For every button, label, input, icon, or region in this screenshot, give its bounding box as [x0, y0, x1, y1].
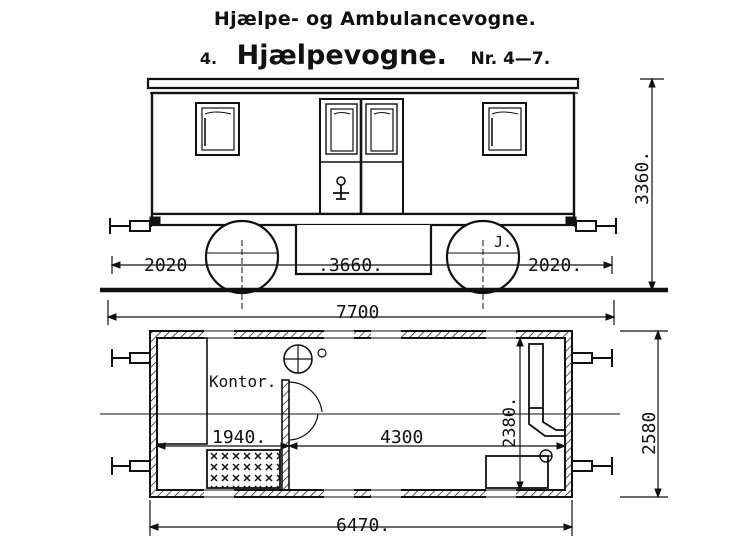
dim-body-length: 6470. — [336, 515, 390, 536]
dim-outer-width: 2580 — [639, 412, 660, 455]
wheel-right — [445, 219, 521, 295]
dim-total-length: 7700 — [336, 302, 379, 323]
wheel-left — [204, 219, 280, 295]
dim-left-overhang: 2020 — [144, 255, 187, 276]
end-cabinet — [485, 343, 565, 489]
dim-right-overhang: 2020. — [528, 255, 582, 276]
section-heading: 4. Hjælpevogne. Nr. 4—7. — [0, 40, 750, 71]
window-right — [482, 102, 527, 156]
wheel-mark: J. — [494, 233, 512, 251]
car-body — [150, 91, 576, 216]
buffer-right — [574, 218, 617, 234]
office-bench — [156, 337, 208, 445]
double-door — [319, 98, 404, 215]
plan-buffers — [111, 349, 613, 475]
side-elevation — [100, 77, 668, 325]
section-number: 4. — [199, 49, 218, 68]
dim-center: .3660. — [318, 255, 383, 276]
section-title: Hjælpevogne. — [236, 40, 447, 71]
dim-inner-width: 2380. — [500, 397, 520, 448]
partition-wall — [281, 379, 290, 491]
storage-box — [206, 449, 281, 489]
dim-main-length: 4300 — [380, 427, 423, 448]
page-title: Hjælpe- og Ambulancevogne. — [213, 8, 537, 30]
center-tank — [294, 225, 433, 276]
underframe — [150, 212, 576, 227]
number-range: Nr. 4—7. — [470, 49, 551, 69]
plan-view — [100, 329, 668, 536]
dim-height: 3360. — [632, 151, 653, 205]
dim-room-length: 1940. — [212, 427, 266, 448]
buffer-left — [109, 218, 152, 234]
window-left — [195, 102, 240, 156]
roof — [146, 77, 580, 90]
room-label: Kontor. — [209, 372, 276, 391]
